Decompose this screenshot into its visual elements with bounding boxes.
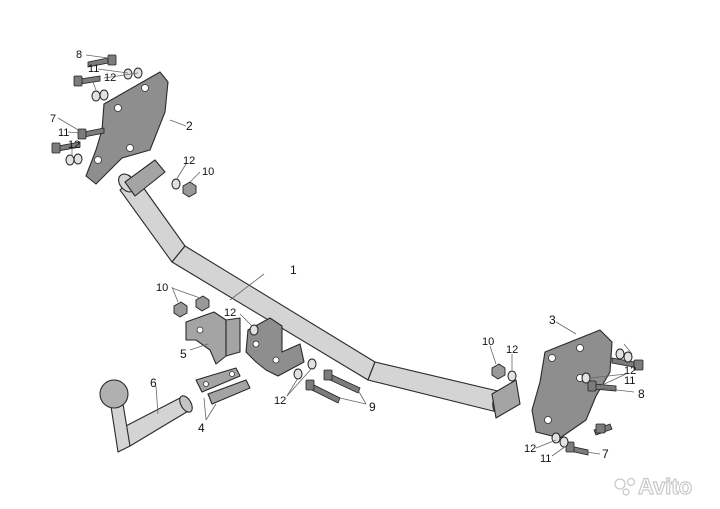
avito-watermark: Avito (614, 473, 693, 500)
label-12-center: 12 (274, 395, 286, 407)
label-12-right-bottom: 12 (524, 443, 536, 455)
bolts (51, 54, 644, 456)
watermark-dot-icon (626, 477, 636, 487)
label-10-lower-nut: 10 (156, 282, 168, 294)
link-plates (195, 367, 251, 405)
watermark-text: Avito (638, 474, 692, 499)
label-3: 3 (549, 313, 556, 327)
label-12-upper-nut: 12 (183, 155, 195, 167)
main-tube (118, 159, 521, 419)
left-mounting-plate (85, 71, 169, 185)
label-12-left-bottom: 12 (68, 139, 80, 151)
label-1: 1 (290, 263, 297, 277)
watermark-dot-icon (622, 488, 630, 496)
label-8-left: 8 (76, 49, 82, 61)
callout-labels: 8 11 12 7 11 12 2 12 10 1 10 12 5 6 4 12… (50, 49, 645, 465)
label-11-left-top: 11 (88, 63, 99, 75)
bracket (185, 311, 241, 365)
tow-ball-neck (99, 379, 193, 453)
center-bracket (245, 317, 305, 377)
label-7-left: 7 (50, 113, 56, 125)
watermark-dot-icon (614, 478, 626, 490)
label-6: 6 (150, 376, 157, 390)
right-mounting-plate (531, 329, 613, 439)
label-11-right-bottom: 11 (540, 453, 551, 465)
leader-lines (57, 54, 635, 457)
label-2: 2 (186, 119, 193, 133)
label-12-right-nut: 12 (506, 344, 518, 356)
label-11-left-bottom: 11 (58, 127, 69, 139)
label-12-left-top: 12 (104, 72, 116, 84)
label-10-upper-nut: 10 (202, 166, 214, 178)
label-10-right-nut: 10 (482, 336, 494, 348)
label-8-right: 8 (638, 387, 645, 401)
label-12-right-top: 12 (624, 365, 636, 377)
label-7-right: 7 (602, 447, 609, 461)
label-11-right-top: 11 (624, 375, 635, 387)
washers-and-nuts (65, 67, 633, 448)
label-9: 9 (369, 400, 376, 414)
label-12-bracket: 12 (224, 307, 236, 319)
label-5: 5 (180, 347, 187, 361)
label-4: 4 (198, 421, 205, 435)
